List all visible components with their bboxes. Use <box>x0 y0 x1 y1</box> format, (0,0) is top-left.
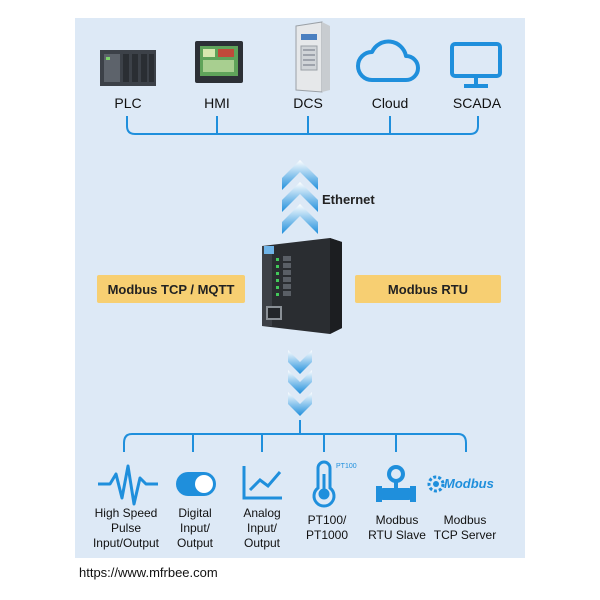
cloud-icon <box>356 39 420 82</box>
footer-url: https://www.mfrbee.com <box>79 565 218 580</box>
top-label-plc: PLC <box>114 95 142 111</box>
top-label-dcs: DCS <box>293 95 323 111</box>
bottom-connector-lines <box>123 420 467 452</box>
left-protocol-pill: Modbus TCP / MQTT <box>97 275 245 303</box>
upward-chevron-arrows <box>282 160 318 234</box>
bottom-label-pulse: High Speed Pulse Input/Output <box>92 506 160 550</box>
scada-monitor-icon <box>450 42 502 88</box>
modbus-logo-icon <box>427 475 445 493</box>
top-label-scada: SCADA <box>452 95 502 111</box>
pulse-wave-icon <box>98 464 158 506</box>
bottom-label-rtu-slave: Modbus RTU Slave <box>368 513 426 542</box>
bottom-label-analog: Analog Input/ Output <box>243 506 281 550</box>
plc-icon <box>100 50 156 86</box>
io-module-device <box>262 238 342 334</box>
top-label-cloud: Cloud <box>371 95 409 111</box>
bottom-label-pt100: PT100/ PT1000 <box>305 513 349 542</box>
pt100-tag: PT100 <box>336 463 357 470</box>
flow-meter-icon <box>376 465 416 502</box>
dcs-cabinet-icon <box>295 21 330 93</box>
ethernet-label: Ethernet <box>322 192 375 207</box>
right-protocol-pill: Modbus RTU <box>355 275 501 303</box>
toggle-switch-icon <box>176 472 216 496</box>
line-chart-icon <box>242 466 282 500</box>
modbus-logo-text: Modbus <box>444 476 494 491</box>
bottom-label-tcp-server: Modbus TCP Server <box>433 513 497 542</box>
hmi-icon <box>195 41 243 83</box>
top-label-hmi: HMI <box>204 95 230 111</box>
downward-chevron-arrows <box>288 350 312 416</box>
bottom-label-digital: Digital Input/ Output <box>176 506 214 550</box>
thermometer-icon <box>312 460 336 508</box>
top-connector-lines <box>126 116 479 135</box>
